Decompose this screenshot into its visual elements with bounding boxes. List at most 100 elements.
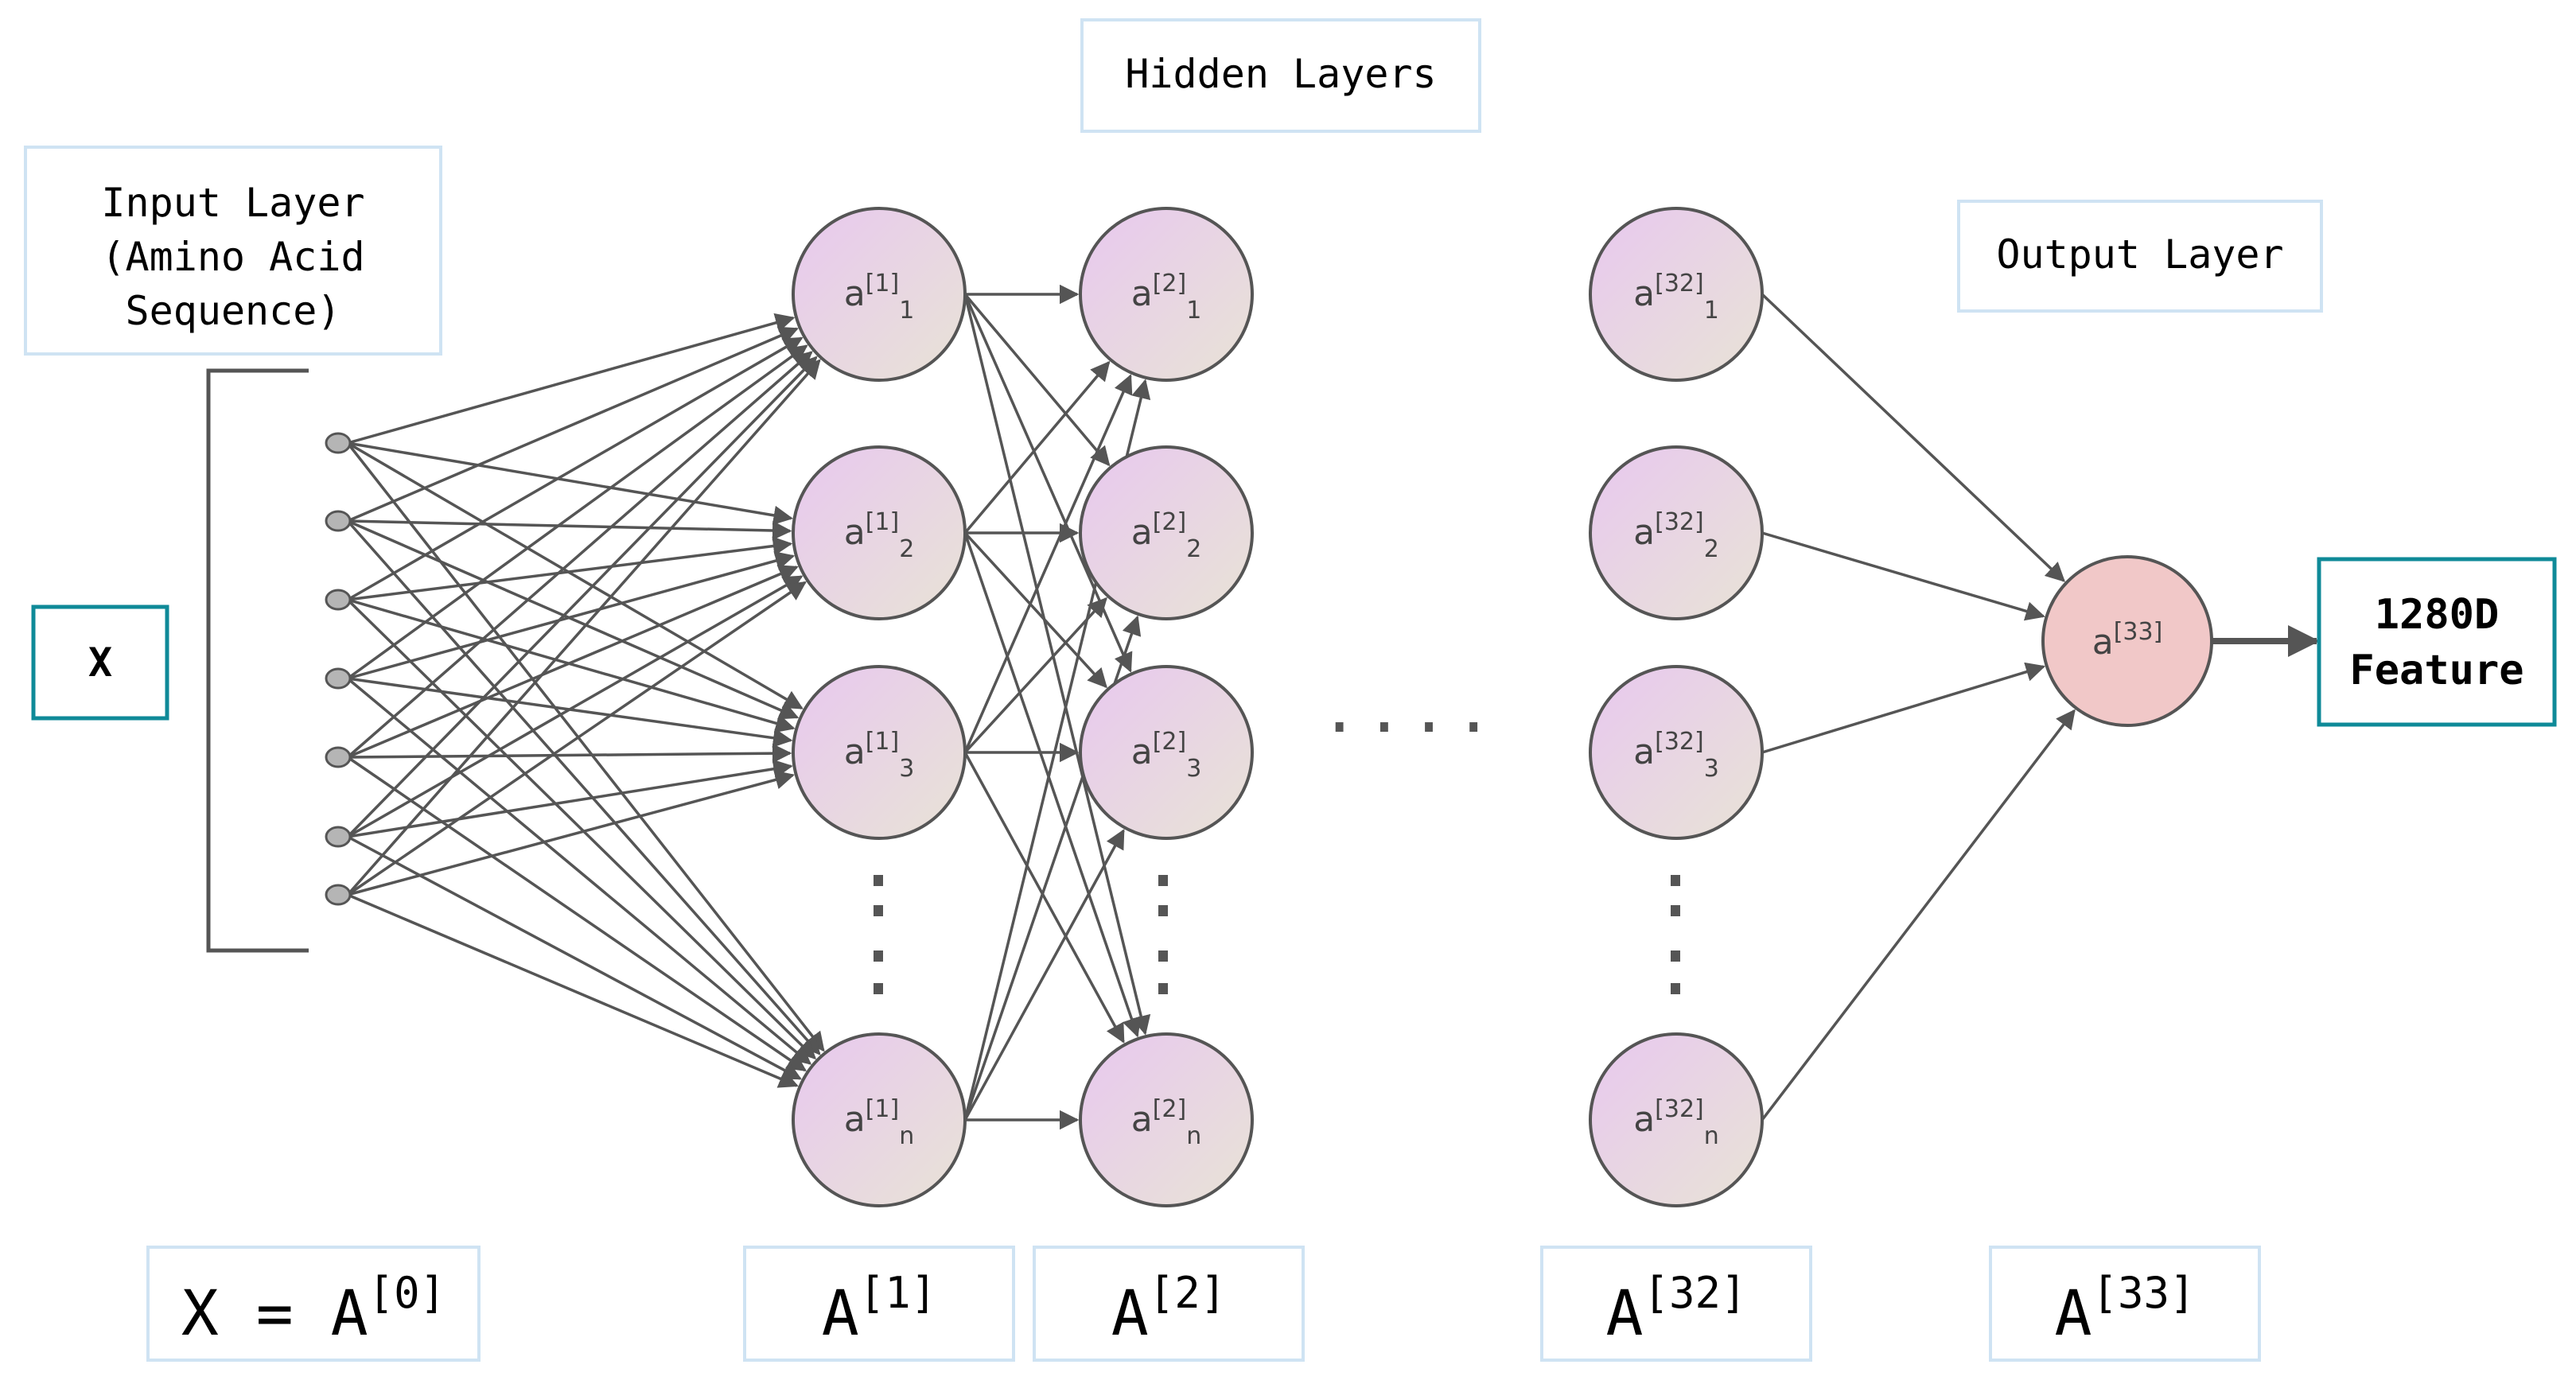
hidden-node-label: a[2]1 — [1131, 270, 1202, 325]
edge-input-5-to-l1-4 — [347, 756, 807, 1072]
edge-input-3-to-l1-2 — [347, 536, 793, 601]
edge-l1-2-to-l2-4 — [963, 532, 1142, 1038]
x-input-box: X — [31, 604, 169, 721]
bottom-label-a32-text: A — [1605, 1278, 1643, 1350]
hidden-node-l1-n: a[1]n — [792, 1032, 967, 1207]
input-layer-label-box: Input Layer (Amino Acid Sequence) — [24, 146, 442, 356]
hidden-node-label: a[32]n — [1633, 1095, 1719, 1150]
hidden-node-l1-1: a[1]1 — [792, 207, 967, 382]
edge-input-4-to-l1-2 — [347, 551, 796, 680]
vertical-ellipsis-layer-1 — [874, 875, 883, 994]
hidden-node-circle — [792, 207, 967, 382]
hidden-node-circle — [1079, 445, 1254, 620]
feature-output-box: 1280D Feature — [2317, 557, 2557, 727]
edge-l1-2-to-l2-3 — [963, 531, 1107, 689]
input-node-3 — [325, 589, 352, 611]
hidden-node-circle — [1079, 207, 1254, 382]
hidden-node-label: a[32]2 — [1633, 508, 1719, 563]
hidden-node-circle — [1589, 207, 1764, 382]
bottom-label-a33: A[33] — [2054, 1268, 2195, 1350]
hidden-node-circle — [1589, 1032, 1764, 1207]
input-node-5 — [325, 746, 352, 768]
feature-label-line-1: 1280D — [2375, 591, 2500, 639]
edge-l1-3-to-l2-1 — [963, 374, 1133, 753]
horizontal-ellipsis: .... — [1321, 673, 1500, 747]
hidden-node-l3-3: a[32]3 — [1589, 665, 1764, 840]
hidden-node-l2-n: a[2]n — [1079, 1032, 1254, 1207]
vertical-ellipsis-layer-32 — [1671, 875, 1680, 994]
edge-input-4-to-l1-1 — [346, 344, 808, 680]
bottom-label-a0-text: X = A — [181, 1278, 368, 1350]
vertical-ellipsis-layer-2 — [1158, 875, 1168, 994]
edge-input-1-to-l1-2 — [347, 441, 793, 526]
bottom-label-a32-sup: [32] — [1643, 1268, 1746, 1318]
edge-input-6-to-l1-1 — [346, 356, 818, 838]
input-layer-label-line-2: (Amino Acid — [101, 234, 364, 280]
hidden-layers-label-box: Hidden Layers — [1080, 18, 1481, 133]
hidden-node-label: a[2]2 — [1131, 508, 1202, 563]
edge-input-2-to-l1-4 — [346, 519, 821, 1055]
edge-l1-2-to-l2-1 — [963, 360, 1111, 535]
hidden-node-label: a[1]1 — [844, 270, 915, 325]
input-layer-label-line-3: Sequence) — [126, 288, 341, 334]
hidden-node-label: a[32]1 — [1633, 270, 1719, 325]
input-layer-label-line-1: Input Layer — [101, 180, 364, 226]
bottom-label-a2-box: A[2] — [1033, 1246, 1305, 1362]
hidden-node-l2-3: a[2]3 — [1079, 665, 1254, 840]
input-node-2 — [325, 510, 352, 532]
bottom-label-a1-box: A[1] — [743, 1246, 1015, 1362]
edge-l1-3-to-l2-2 — [963, 597, 1107, 754]
bottom-label-a32-box: A[32] — [1540, 1246, 1812, 1362]
edge-input-3-to-l1-4 — [346, 598, 817, 1060]
feature-label-line-2: Feature — [2349, 647, 2523, 694]
bottom-label-a0: X = A[0] — [181, 1268, 446, 1350]
hidden-node-l3-n: a[32]n — [1589, 1032, 1764, 1207]
hidden-node-label: a[1]3 — [844, 728, 915, 783]
bottom-label-a0-box: X = A[0] — [146, 1246, 481, 1362]
hidden-node-label: a[1]2 — [844, 508, 915, 563]
edge-input-7-to-l1-3 — [347, 770, 796, 896]
edge-l1-4-to-l2-3 — [963, 829, 1125, 1121]
output-node-label: a[33] — [2092, 618, 2163, 663]
edge-input-3-to-l1-1 — [347, 336, 804, 601]
edge-input-5-to-l1-1 — [346, 351, 813, 759]
edge-input-4-to-l1-4 — [346, 677, 812, 1065]
hidden-layers-label: Hidden Layers — [1125, 51, 1436, 97]
output-node-circle — [2041, 555, 2213, 727]
input-node-1 — [325, 432, 352, 454]
edge-l32-4-to-output — [1761, 709, 2076, 1121]
bottom-label-a32: A[32] — [1605, 1268, 1746, 1350]
hidden-node-label: a[2]3 — [1131, 728, 1202, 783]
bottom-label-a0-sup: [0] — [368, 1268, 446, 1318]
x-label: X — [88, 639, 112, 686]
hidden-node-circle — [792, 445, 967, 620]
hidden-node-label: a[32]3 — [1633, 728, 1719, 783]
edge-l1-1-to-l2-4 — [963, 293, 1151, 1036]
output-layer-label: Output Layer — [1996, 231, 2283, 278]
hidden-node-l3-1: a[32]1 — [1589, 207, 1764, 382]
edge-input-6-to-l1-4 — [347, 835, 802, 1080]
input-node-7 — [325, 884, 352, 906]
bottom-label-a33-sup: [33] — [2092, 1268, 2195, 1318]
edge-l1-1-to-l2-2 — [963, 293, 1111, 467]
edge-input-2-to-l1-3 — [347, 519, 800, 720]
edge-input-1-to-l1-4 — [346, 441, 825, 1052]
edge-input-1-to-l1-1 — [347, 313, 796, 445]
hidden-node-l2-2: a[2]2 — [1079, 445, 1254, 620]
bottom-label-a2-sup: [2] — [1149, 1268, 1227, 1318]
edge-input-2-to-l1-2 — [347, 519, 792, 541]
edge-input-7-to-l1-2 — [347, 581, 807, 896]
hidden-node-l2-1: a[2]1 — [1079, 207, 1254, 382]
edge-l32-1-to-output — [1761, 293, 2066, 582]
output-node: a[33] — [2041, 555, 2213, 727]
hidden-node-circle — [792, 1032, 967, 1207]
hidden-node-l1-3: a[1]3 — [792, 665, 967, 840]
input-nodes — [325, 432, 352, 906]
bottom-label-a1: A[1] — [822, 1268, 937, 1350]
input-bracket — [206, 368, 309, 953]
hidden-node-circle — [1589, 445, 1764, 620]
edge-input-6-to-l1-2 — [347, 575, 804, 838]
bottom-label-a33-box: A[33] — [1989, 1246, 2261, 1362]
hidden-node-circle — [1589, 665, 1764, 840]
